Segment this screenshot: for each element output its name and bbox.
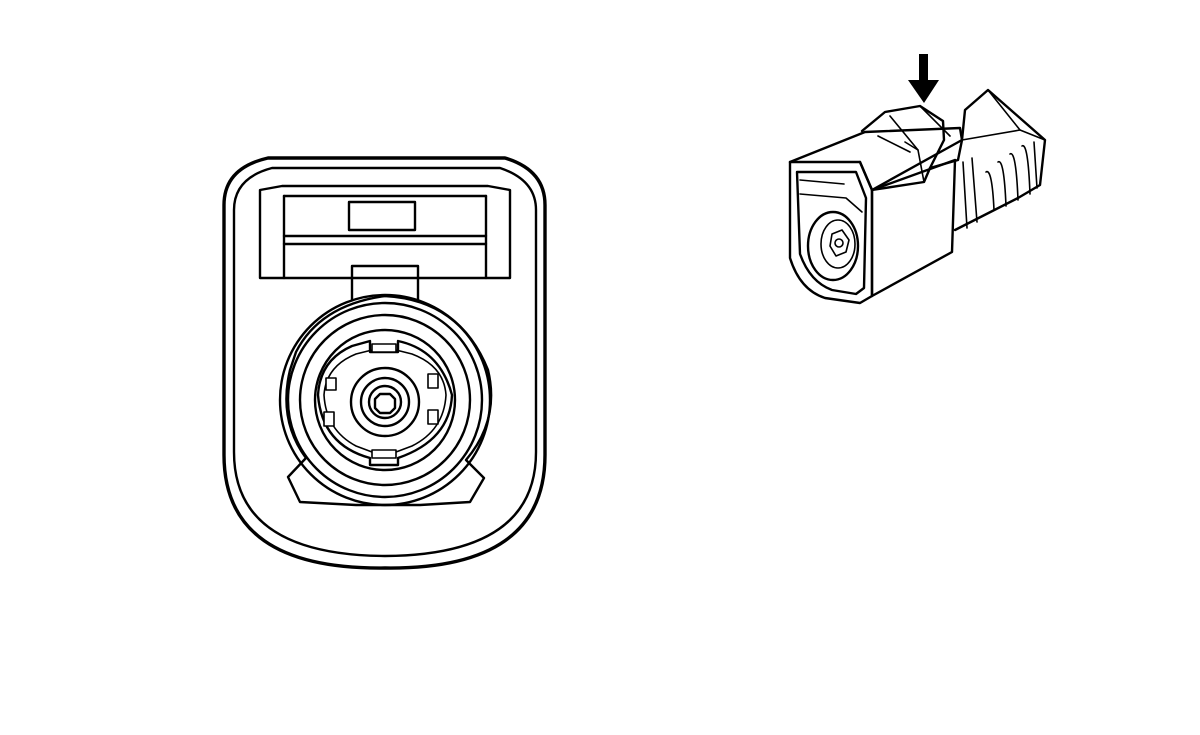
isometric-housing: [788, 88, 1047, 305]
latch-frame: [258, 184, 512, 302]
coax-interface: [278, 293, 493, 507]
latch-window: [347, 200, 417, 232]
front-view-housing: [222, 156, 547, 570]
down-arrow-icon: [908, 54, 939, 103]
